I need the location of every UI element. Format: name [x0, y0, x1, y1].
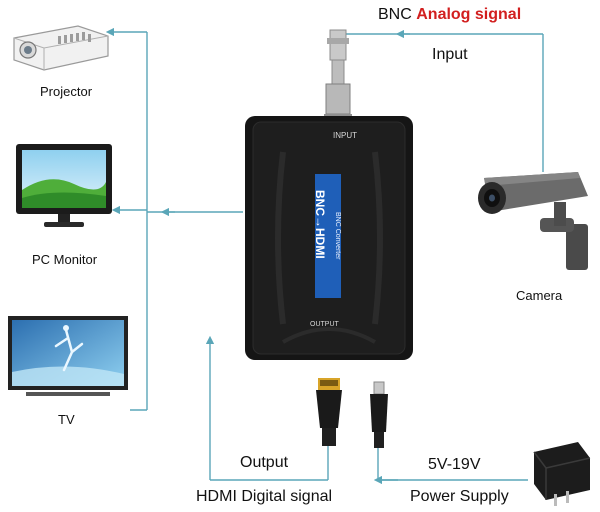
input-label: Input — [432, 46, 468, 63]
tv-label: TV — [58, 412, 75, 427]
bnc-prefix: BNC — [378, 6, 412, 23]
analog-signal-text: Analog signal — [416, 6, 522, 23]
projector-label: Projector — [40, 84, 93, 99]
pc-monitor-label: PC Monitor — [32, 252, 98, 267]
camera-label: Camera — [516, 288, 563, 303]
projector-icon — [13, 25, 109, 71]
power-adapter-icon — [533, 442, 591, 506]
cctv-camera-icon — [478, 172, 588, 270]
converter-badge: BNC→HDMI — [313, 190, 327, 259]
voltage-label: 5V-19V — [428, 456, 481, 473]
converter-input-text: INPUT — [333, 131, 357, 140]
converter-sub-label: BNC Converter — [334, 212, 341, 260]
pc-monitor-icon — [16, 144, 112, 227]
power-supply-label: Power Supply — [410, 488, 509, 505]
bnc-signal-title: BNC Analog signal — [378, 6, 521, 24]
hdmi-plug-icon — [316, 378, 342, 446]
output-label: Output — [240, 454, 289, 471]
bnc-connector-icon — [324, 29, 352, 120]
tv-icon — [8, 316, 128, 396]
dc-power-plug-icon — [370, 381, 388, 448]
hdmi-digital-signal-label: HDMI Digital signal — [196, 488, 333, 505]
converter-output-text: OUTPUT — [310, 321, 339, 328]
bnc-hdmi-converter-box — [245, 116, 413, 360]
